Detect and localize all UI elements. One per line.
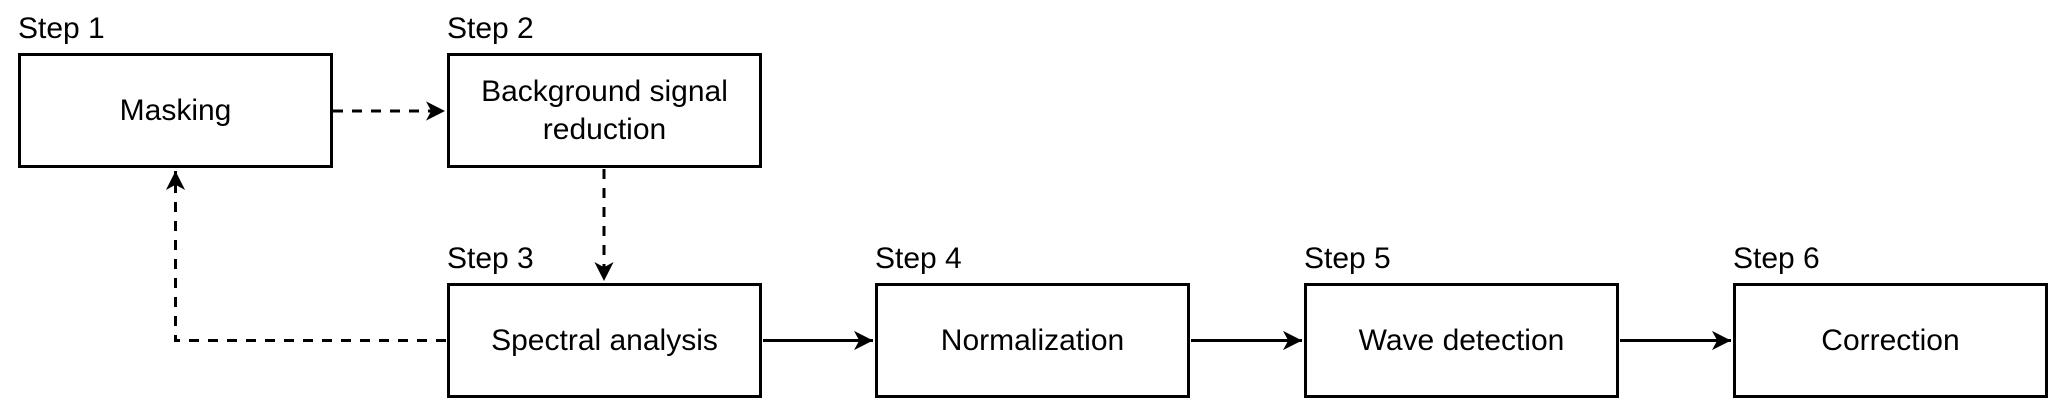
step-6-box-correction: Correction [1733, 283, 2048, 398]
step-2-label: Step 2 [447, 12, 534, 45]
step-6-label: Step 6 [1733, 242, 1820, 275]
step-4-label: Step 4 [875, 242, 962, 275]
step-2-box-background-signal-reduction: Background signal reduction [447, 53, 762, 168]
step-3-label: Step 3 [447, 242, 534, 275]
step-5-box-wave-detection: Wave detection [1304, 283, 1619, 398]
edge-spectral-analysis-to-masking-feedback-dashed-arrow [165, 171, 446, 342]
step-1-label: Step 1 [18, 12, 105, 45]
step-1-box-masking: Masking [18, 53, 333, 168]
step-4-box-normalization: Normalization [875, 283, 1190, 398]
step-3-box-spectral-analysis: Spectral analysis [447, 283, 762, 398]
step-5-label: Step 5 [1304, 242, 1391, 275]
